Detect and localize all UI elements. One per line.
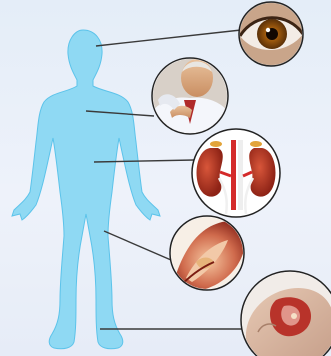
artery-callout — [168, 214, 248, 294]
eye-callout — [238, 2, 304, 68]
kidney-callout — [192, 129, 280, 217]
human-silhouette — [12, 30, 160, 349]
heart-callout — [150, 56, 230, 136]
chest-pain-man-icon — [150, 56, 230, 136]
foot-ulcer-icon — [240, 270, 331, 356]
connector-eye — [96, 30, 241, 46]
foot-callout — [240, 270, 331, 356]
artery-plaque-icon — [168, 214, 248, 294]
connector-artery — [104, 231, 171, 260]
